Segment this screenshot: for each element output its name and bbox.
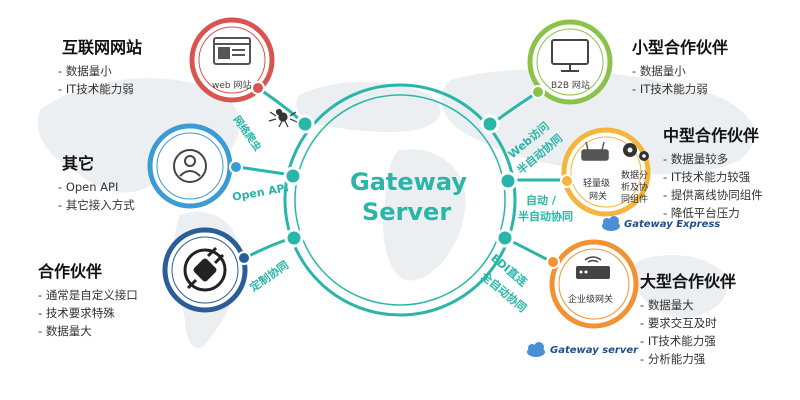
center-title-line2: Server: [362, 198, 452, 226]
group-partner: 合作伙伴 通常是自定义接口 技术要求特殊 数据量大: [38, 258, 138, 340]
group-internet: 互联网网站 数据量小 IT技术能力弱: [62, 34, 142, 98]
gear-icon: [623, 143, 649, 161]
web-node-label: web 网站: [212, 81, 252, 91]
group-small-list: 数据量小 IT技术能力弱: [632, 62, 728, 98]
group-medium: 中型合作伙伴 数据量较多 IT技术能力较强 提供离线协同组件 降低平台压力: [663, 122, 763, 222]
group-partner-list: 通常是自定义接口 技术要求特殊 数据量大: [38, 286, 138, 340]
group-other-list: Open API 其它接入方式: [58, 178, 135, 214]
group-medium-title: 中型合作伙伴: [663, 126, 760, 145]
server-gateway-icon: [576, 256, 610, 279]
group-large-list: 数据量大 要求交互及时 IT技术能力强 分析能力强: [640, 296, 736, 368]
center-ring-outer: [283, 83, 517, 317]
connector-partner: [244, 236, 293, 260]
list-item: 提供离线协同组件: [663, 186, 763, 204]
group-large: 大型合作伙伴 数据量大 要求交互及时 IT技术能力强 分析能力强: [640, 268, 736, 368]
list-item: IT技术能力强: [640, 332, 736, 350]
spider-icon: [268, 108, 298, 128]
tools-label-1: 数据分: [621, 171, 649, 181]
user-icon: [173, 149, 207, 183]
web-node: [189, 17, 275, 103]
cloud-icon-express: [602, 216, 620, 231]
gateway-server-logo: Gateway server: [550, 345, 639, 356]
group-internet-title: 互联网网站: [62, 38, 143, 57]
tools-label-2: 析及协: [621, 183, 649, 193]
light-node-label-1: 轻量级: [583, 179, 611, 189]
group-partner-title: 合作伙伴: [38, 262, 103, 281]
group-other-title: 其它: [62, 154, 95, 173]
list-item: 通常是自定义接口: [38, 286, 138, 304]
plug-icon: [183, 246, 227, 292]
b2b-node: [527, 19, 613, 105]
light-node-label-2: 网关: [589, 192, 608, 202]
tools-label-3: 同组件: [621, 195, 649, 205]
auto-label-1: 自动 /: [526, 194, 556, 207]
ring-dots: [283, 114, 518, 248]
enterprise-node-label: 企业级网关: [568, 295, 614, 305]
center-ring-inner: [294, 94, 506, 306]
group-small: 小型合作伙伴 数据量小 IT技术能力弱: [632, 34, 728, 98]
list-item: 要求交互及时: [640, 314, 736, 332]
light-gateway-node: [560, 127, 651, 217]
auto-label-2: 半自动协同: [518, 210, 573, 223]
router-icon: [581, 141, 609, 161]
list-item: 数据量大: [640, 296, 736, 314]
group-small-title: 小型合作伙伴: [632, 38, 729, 57]
list-item: Open API: [58, 178, 135, 196]
b2b-node-label: B2B 网站: [551, 81, 590, 91]
list-item: IT技术能力弱: [58, 80, 142, 98]
connector-other: [237, 165, 293, 177]
enterprise-gateway-node: [546, 239, 639, 329]
list-item: 数据量大: [38, 322, 138, 340]
list-item: 其它接入方式: [58, 196, 135, 214]
list-item: 数据量小: [632, 62, 728, 80]
group-other: 其它 Open API 其它接入方式: [62, 150, 135, 214]
other-node: [147, 123, 243, 209]
partner-node: [162, 227, 251, 313]
list-item: 数据量小: [58, 62, 142, 80]
group-medium-list: 数据量较多 IT技术能力较强 提供离线协同组件 降低平台压力: [663, 150, 763, 222]
list-item: 分析能力强: [640, 350, 736, 368]
cloud-icon-server: [527, 342, 545, 357]
list-item: IT技术能力弱: [632, 80, 728, 98]
group-internet-list: 数据量小 IT技术能力弱: [58, 62, 142, 98]
monitor-icon: [551, 39, 589, 72]
list-item: 数据量较多: [663, 150, 763, 168]
browser-icon: [213, 37, 251, 65]
center-title-line1: Gateway: [350, 168, 467, 196]
gateway-express-logo: Gateway Express: [624, 219, 721, 230]
list-item: 技术要求特殊: [38, 304, 138, 322]
list-item: 降低平台压力: [663, 204, 763, 222]
group-large-title: 大型合作伙伴: [640, 272, 737, 291]
list-item: IT技术能力较强: [663, 168, 763, 186]
